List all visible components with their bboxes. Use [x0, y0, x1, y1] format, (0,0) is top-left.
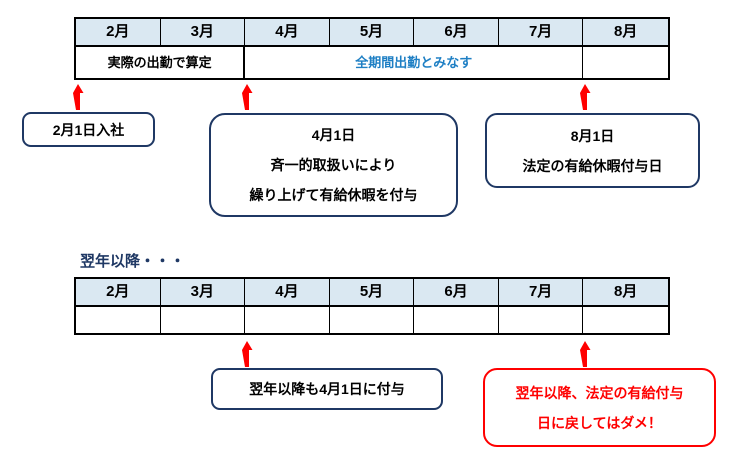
empty-cell: [583, 307, 668, 333]
month-header-cell: 4月: [245, 279, 330, 305]
callout-april-grant: 4月1日 斉一的取扱いにより 繰り上げて有給休暇を付与: [209, 113, 458, 217]
month-header-cell: 3月: [161, 19, 246, 45]
empty-cell: [414, 307, 499, 333]
callout-warning: 翌年以降、法定の有給付与 日に戻してはダメ！: [483, 368, 716, 447]
up-arrow-icon: [579, 341, 591, 367]
month-header-cell: 3月: [161, 279, 246, 305]
callout-join-date: 2月1日入社: [22, 112, 155, 147]
callout-warning-line2: 日に戻してはダメ！: [537, 414, 662, 431]
callout-statutory-grant: 8月1日 法定の有給休暇付与日: [485, 113, 700, 188]
empty-cell: [499, 307, 584, 333]
callout-warning-line1: 翌年以降、法定の有給付与: [515, 384, 684, 401]
empty-cell: [161, 307, 246, 333]
year2-empty-row: [76, 307, 668, 333]
callout-april-line2: 斉一的取扱いにより: [270, 157, 397, 173]
month-header-cell: 8月: [614, 23, 638, 40]
up-arrow-icon: [241, 341, 253, 367]
month-header-cell: 4月: [245, 19, 330, 45]
up-arrow-icon: [241, 84, 253, 110]
year1-month-header-row: 2月 3月 4月 5月 6月 7月 8月: [76, 19, 668, 47]
callout-april-line1: 4月1日: [311, 127, 356, 143]
month-header-cell: 5月: [330, 19, 415, 45]
year2-month-table: 2月 3月 4月 5月 6月 7月 8月: [74, 277, 670, 335]
empty-cell: [76, 307, 161, 333]
month-header-cell: 6月: [414, 19, 499, 45]
up-arrow-icon: [579, 84, 591, 110]
empty-cell: [330, 307, 415, 333]
year2-month-header-row: 2月 3月 4月 5月 6月 7月 8月: [76, 279, 668, 307]
month-header-cell: 2月: [76, 279, 161, 305]
month-header-cell: 7月: [499, 19, 584, 45]
month-header-cell: 5月: [330, 279, 415, 305]
callout-april-line3: 繰り上げて有給休暇を付与: [249, 187, 418, 203]
callout-join-text: 2月1日入社: [52, 121, 125, 138]
month-header-cell: 6月: [414, 279, 499, 305]
callout-next-years-text: 翌年以降も4月1日に付与: [249, 381, 405, 397]
callout-august-line2: 法定の有給休暇付与日: [522, 157, 663, 174]
month-header-cell: 7月: [499, 279, 584, 305]
empty-cell: [245, 307, 330, 333]
month-header-cell: 8月: [614, 283, 638, 300]
month-header-cell: 2月: [76, 19, 161, 45]
actual-attendance-cell: 実際の出勤で算定: [76, 47, 246, 78]
year1-month-table: 2月 3月 4月 5月 6月 7月 8月 実際の出勤で算定 全期間出勤とみなす: [74, 17, 670, 80]
callout-august-line1: 8月1日: [570, 127, 615, 144]
empty-cell: [583, 47, 668, 78]
up-arrow-icon: [72, 84, 84, 110]
callout-next-years-grant: 翌年以降も4月1日に付与: [211, 368, 443, 410]
following-years-heading: 翌年以降・・・: [80, 253, 186, 270]
deemed-attendance-cell: 全期間出勤とみなす: [245, 47, 584, 78]
year1-attendance-row: 実際の出勤で算定 全期間出勤とみなす: [76, 47, 668, 78]
